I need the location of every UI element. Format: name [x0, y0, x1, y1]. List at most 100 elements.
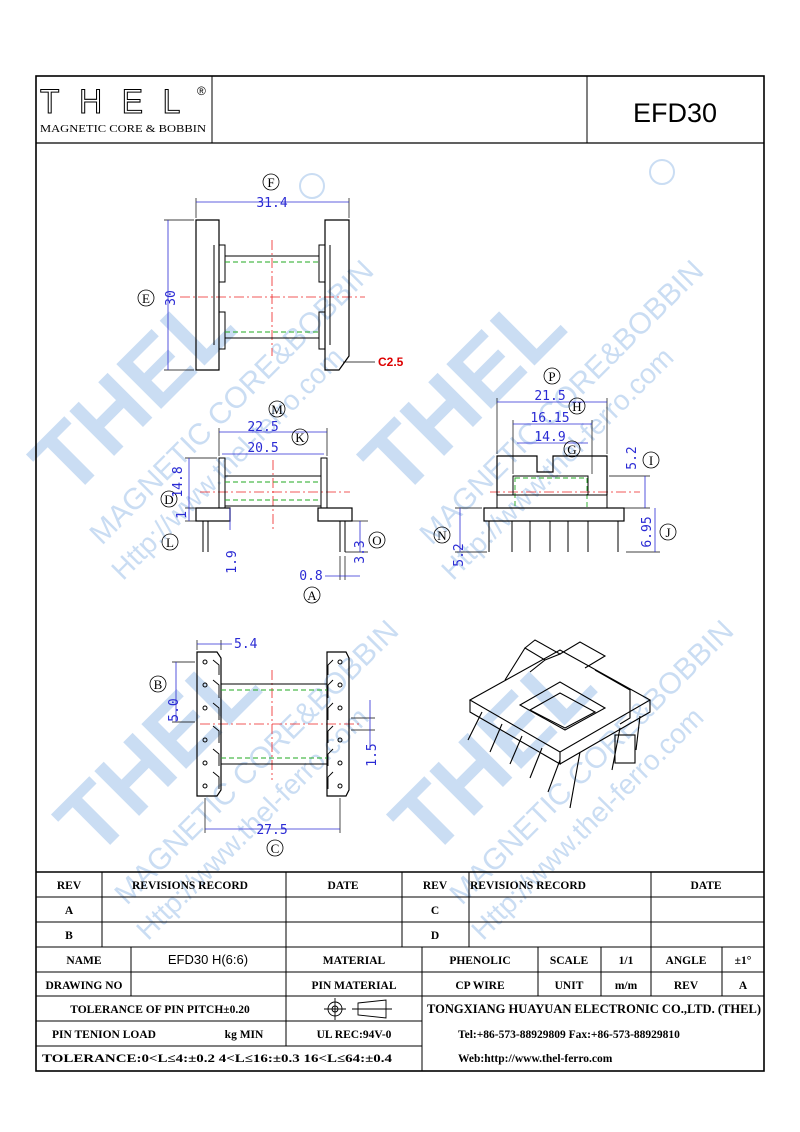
watermark-registered-mark [299, 173, 325, 199]
dim-C-marker [266, 839, 284, 857]
dim-H-marker [568, 397, 586, 415]
dim-L-marker [161, 533, 179, 551]
logo-box [35, 75, 213, 144]
bottom-view [172, 640, 375, 833]
part-number-box [586, 75, 765, 144]
thel-logo: THEL ® MAGNETIC CORE & BOBBIN [35, 75, 213, 144]
isometric-view [467, 639, 652, 809]
dim-F-letter: F [267, 175, 274, 190]
dim-P-marker [543, 367, 561, 385]
dim-F-marker [262, 173, 280, 191]
dim-B-letter: B [154, 677, 163, 692]
rev-b: B [65, 930, 73, 942]
dim-A-marker [303, 586, 321, 604]
outer-frame [35, 75, 765, 1072]
dim-N-marker [433, 526, 451, 544]
dim-L-letter: L [166, 535, 174, 550]
dim-I-marker [642, 451, 660, 469]
dim-K-value: 20.5 [247, 441, 278, 456]
dim-S-value: 5.4 [234, 637, 258, 652]
angle-label: ANGLE [666, 955, 707, 967]
dim-P-value: 21.5 [534, 389, 565, 404]
dim-O-value: 3.3 [353, 540, 368, 563]
rev-header: REV [423, 880, 448, 892]
projection-symbol [324, 998, 392, 1020]
pin-material-value: CP WIRE [455, 980, 505, 992]
chamfer-note: C2.5 [378, 355, 404, 369]
top-view [164, 198, 375, 371]
dim-P-letter: P [548, 369, 555, 384]
dim-B-value: 5.0 [167, 698, 182, 721]
dim-L2-value: 1.9 [225, 550, 240, 573]
dim-C-letter: C [271, 841, 280, 856]
title-block [36, 871, 764, 1071]
drawing-no-label: DRAWING NO [46, 980, 123, 992]
rev-a: A [65, 905, 74, 917]
unit-value: m/m [615, 980, 638, 992]
dim-H-value: 16.15 [530, 411, 569, 426]
scale-label: SCALE [550, 955, 589, 967]
watermark-registered-mark [649, 159, 675, 185]
angle-value: ±1° [735, 955, 752, 967]
general-tolerance: TOLERANCE:0<L≤4:±0.2 4<L≤16:±0.3 16<L≤64… [42, 1053, 392, 1065]
dim-A-value: 0.8 [299, 569, 322, 584]
side-view [455, 398, 660, 553]
dim-D-marker [160, 490, 178, 508]
front-view [185, 428, 368, 580]
dim-K-letter: K [295, 430, 305, 445]
scale-value: 1/1 [619, 955, 634, 967]
date-header: DATE [327, 880, 358, 892]
revisions-header: REVISIONS RECORD [470, 880, 586, 892]
dim-pitch-value: 1.5 [365, 743, 380, 766]
watermark: THEL MAGNETIC CORE&BOBBIN Http://www.the… [12, 159, 740, 946]
pin-tension-label: PIN TENION LOAD [52, 1029, 156, 1041]
dim-E-marker [137, 289, 155, 307]
dim-N-value: 5.2 [452, 543, 467, 566]
rev-header: REV [57, 880, 82, 892]
tel-fax: Tel:+86-573-88929809 Fax:+86-573-8892981… [458, 1029, 680, 1041]
dim-O-marker [368, 531, 386, 549]
dim-L-value: 1 [175, 511, 190, 519]
dim-J-marker [659, 523, 677, 541]
rev-label: REV [674, 980, 699, 992]
dim-G-marker [563, 440, 581, 458]
dim-F-value: 31.4 [256, 196, 287, 211]
part-number: EFD30 [633, 98, 717, 128]
registered-mark: ® [197, 84, 206, 98]
website: Web:http://www.thel-ferro.com [458, 1053, 613, 1065]
dim-D-letter: D [164, 492, 173, 507]
name-value: EFD30 H(6:6) [168, 952, 248, 967]
rev-value: A [739, 980, 748, 992]
dim-K-marker [291, 428, 309, 446]
rev-d: D [431, 930, 439, 942]
rev-c: C [431, 905, 439, 917]
pin-tension-unit: kg MIN [225, 1029, 264, 1041]
dim-M-letter: M [271, 402, 283, 417]
pin-material-label: PIN MATERIAL [311, 980, 396, 992]
dim-J-letter: J [665, 525, 670, 540]
dim-E-value: 30 [164, 290, 179, 306]
dim-G-letter: G [567, 442, 576, 457]
dim-O-letter: O [372, 533, 381, 548]
dim-I-value: 5.2 [625, 446, 640, 469]
dim-I-letter: I [649, 453, 653, 468]
name-label: NAME [66, 955, 101, 967]
material-value: PHENOLIC [449, 955, 510, 967]
material-label: MATERIAL [323, 955, 386, 967]
revisions-header: REVISIONS RECORD [132, 880, 248, 892]
dim-E-letter: E [142, 291, 150, 306]
dim-J-value: 6.95 [640, 516, 655, 547]
company-name: TONGXIANG HUAYUAN ELECTRONIC CO.,LTD. (T… [427, 1001, 761, 1016]
dim-M-marker [268, 400, 286, 418]
ul-rec: UL REC:94V-0 [317, 1029, 392, 1041]
dim-D-value: 14.8 [171, 466, 186, 497]
dim-N-letter: N [437, 528, 447, 543]
dim-H-letter: H [572, 399, 581, 414]
unit-label: UNIT [555, 980, 584, 992]
dim-A-letter: A [307, 588, 317, 603]
dim-G-value: 14.9 [534, 430, 565, 445]
pitch-tolerance: TOLERANCE OF PIN PITCH±0.20 [70, 1004, 250, 1016]
dim-C-value: 27.5 [256, 823, 287, 838]
logo-brand: THEL [40, 83, 200, 121]
